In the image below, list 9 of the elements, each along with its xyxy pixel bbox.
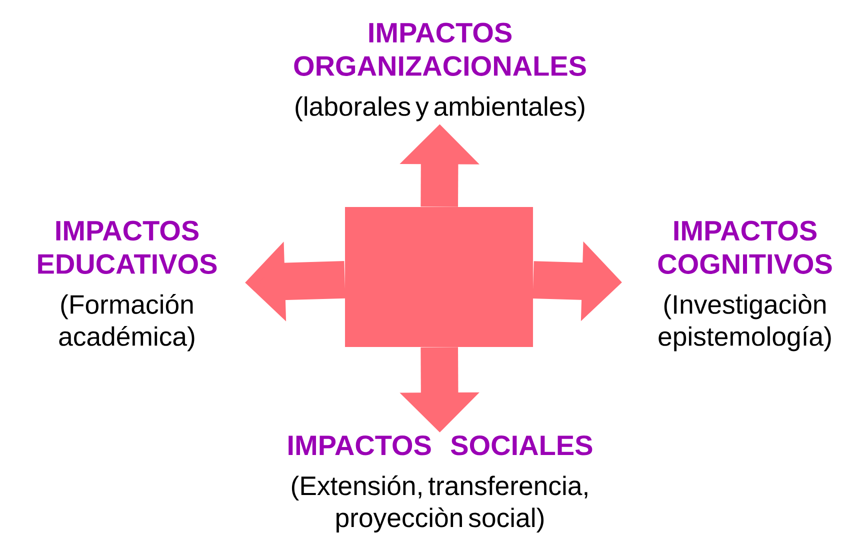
- heading: IMPACTOS ORGANIZACIONALES: [294, 22, 586, 76]
- heading: IMPACTOS SOCIALES: [288, 435, 592, 456]
- subtitle: (laborales y ambientales): [296, 96, 584, 122]
- heading: IMPACTOS EDUCATIVOS: [38, 220, 217, 274]
- square-block: [345, 207, 533, 347]
- subtitle: (Formación académica): [59, 294, 194, 352]
- subtitle: (Investigaciòn epistemología): [658, 294, 831, 352]
- subtitle: (Extensión, transferencia, proyecciòn social): [292, 475, 588, 533]
- heading: IMPACTOS COGNITIVOS: [658, 220, 832, 274]
